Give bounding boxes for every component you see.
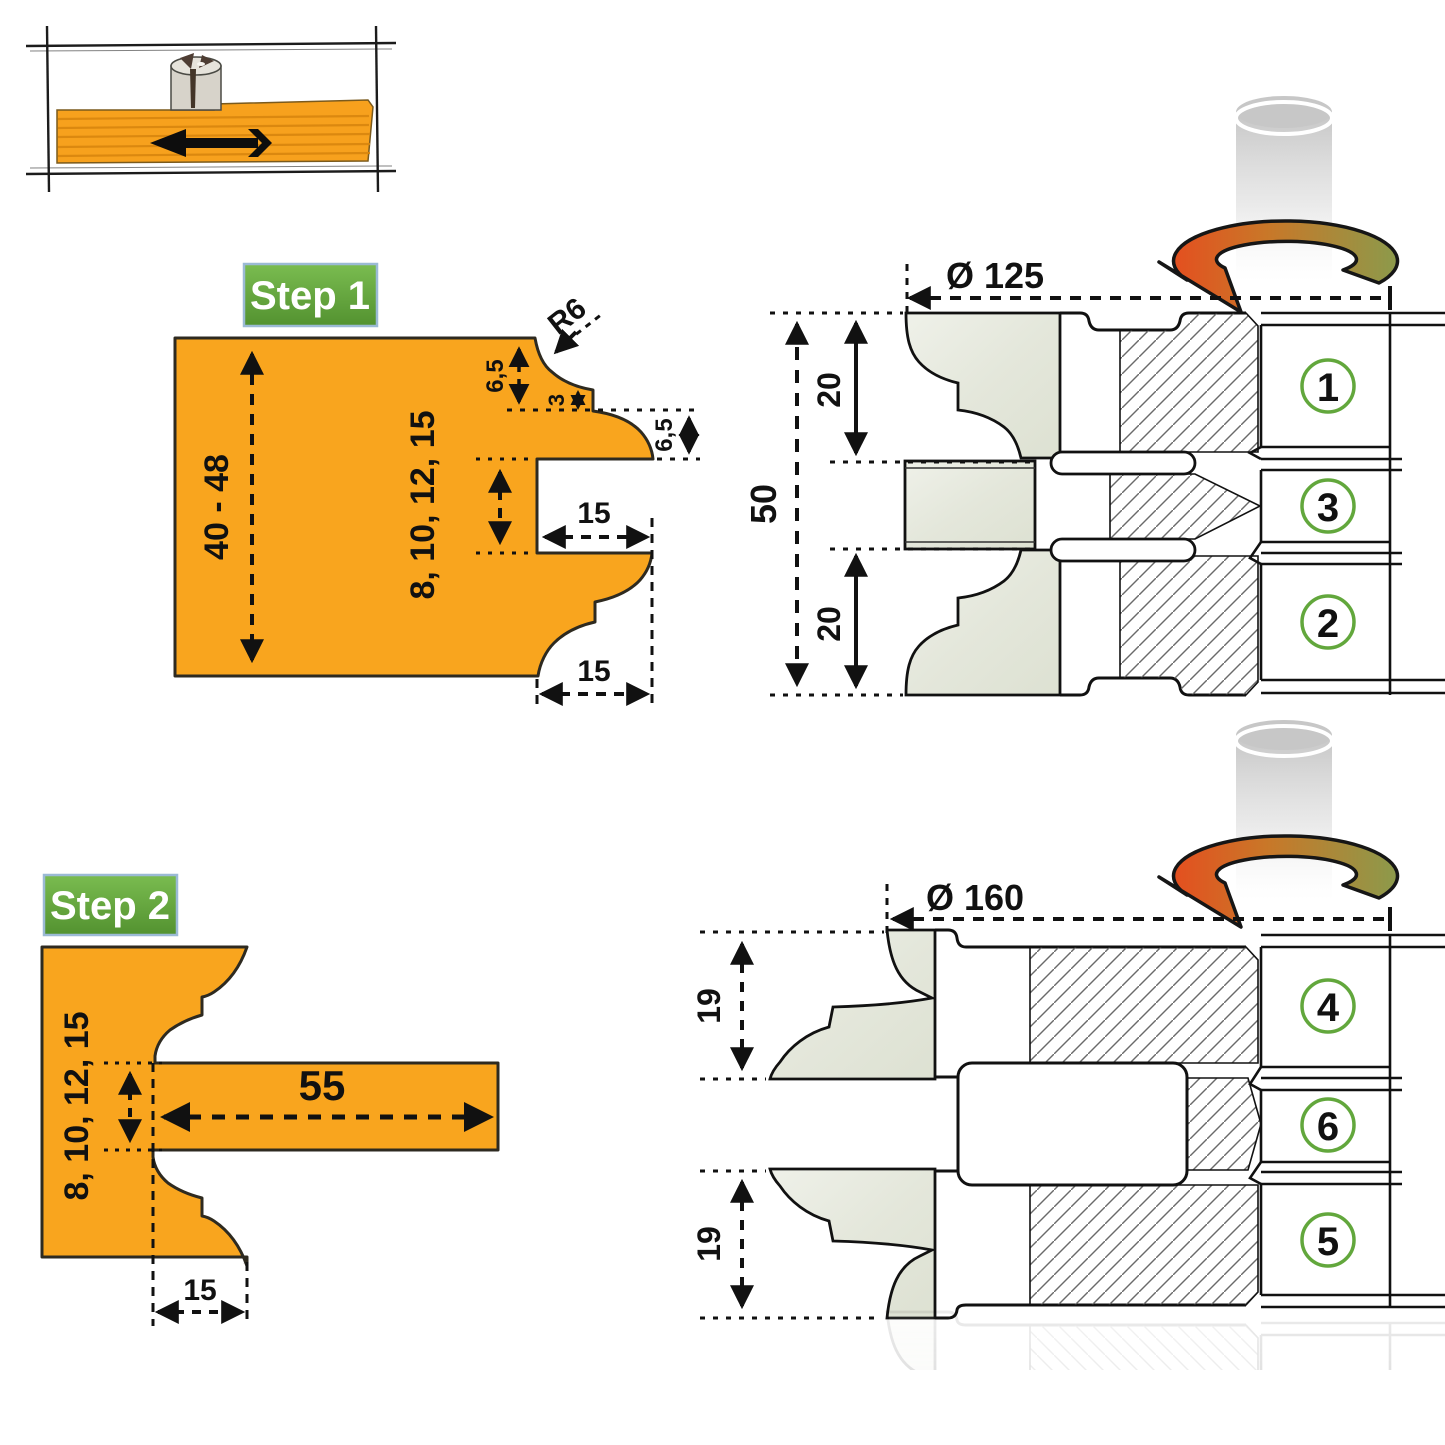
dim-groove-depth-label: 15 (577, 497, 610, 530)
cutter-125-ref-lines (770, 311, 1035, 697)
knife-number-6: 6 (1317, 1105, 1339, 1149)
badge-circle-4 (1300, 978, 1356, 1034)
dim-19-top-label: 19 (691, 988, 727, 1024)
badge-circle-2 (1300, 594, 1356, 650)
spindle-cylinder-top (1234, 96, 1334, 282)
wood-grain-lines (57, 114, 371, 158)
badge-circle-6 (1300, 1097, 1356, 1153)
profile-knife-4 (768, 928, 937, 1081)
dim-20-bottom-label: 20 (811, 606, 847, 642)
profile-knife-5 (768, 1167, 937, 1320)
sketch-frame (25, 25, 397, 193)
step1-profile (173, 336, 655, 678)
dim-15-step2-label: 15 (183, 1274, 216, 1307)
cutter-160-section: 4 6 5 Ø 160 19 19 (691, 720, 1445, 1445)
badge-circle-3 (1300, 478, 1356, 534)
dim-edge-offset-label: 15 (577, 655, 610, 688)
dim-55-label: 55 (299, 1062, 346, 1109)
profile-knife-1 (904, 311, 1062, 460)
knife-number-2: 2 (1317, 602, 1339, 646)
cutter-125-section: 1 3 2 Ø 125 50 20 20 (743, 96, 1445, 697)
step1-badge (242, 262, 379, 328)
radius-arrow (553, 328, 580, 355)
dim-50-label: 50 (743, 484, 784, 524)
dim-side-depth-label: 6,5 (651, 418, 678, 451)
dim-40-48-label: 40 - 48 (198, 454, 236, 560)
cutter-160-hatch (1029, 946, 1262, 1306)
dim-19-bottom-label: 19 (691, 1226, 727, 1262)
dim-top-depth-label: 6,5 (482, 359, 509, 392)
groove-extension-lines (476, 457, 535, 555)
feed-arrow-icon (150, 129, 272, 157)
cutter-125-block-lines (1247, 311, 1445, 695)
knife-number-4: 4 (1317, 986, 1340, 1030)
step2-section: Step 2 8, 10, 12, 15 55 15 (40, 873, 500, 1445)
chip-slot-upper (1049, 450, 1197, 476)
knife-number-5: 5 (1317, 1220, 1339, 1264)
profile-knife-2 (904, 548, 1062, 697)
chip-slot-lower (1049, 537, 1197, 563)
cutter-160-body-edges (935, 928, 1246, 1320)
badge-circle-1 (1300, 358, 1356, 414)
cutter-160-block-lines (1248, 933, 1445, 1309)
step1-section: Step 1 40 - 48 8, 10, 12, 15 6,5 3 R6 6,… (173, 262, 700, 707)
step2-badge (42, 873, 179, 937)
cutter-head-icon (170, 53, 222, 111)
spindle-cylinder-bottom (1234, 720, 1334, 900)
cutter-160-ref-lines (700, 930, 884, 1320)
dim-step-label: 3 (544, 394, 569, 406)
knife-number-badges-125: 1 3 2 (1300, 358, 1356, 650)
cutter-160-drawing (768, 928, 1445, 1320)
dim-diameter-125-label: Ø 125 (946, 255, 1044, 296)
step2-label: Step 2 (50, 884, 170, 928)
cutter-125-hatch (1109, 312, 1262, 696)
step1-label: Step 1 (250, 274, 370, 318)
knife-number-badges-160: 4 6 5 (1300, 978, 1356, 1268)
knife-number-3: 3 (1317, 486, 1339, 530)
knife-number-1: 1 (1317, 366, 1339, 410)
dim-groove-heights-label: 8, 10, 12, 15 (404, 410, 442, 599)
dim-diameter-160-label: Ø 160 (926, 877, 1024, 918)
groove-knife-3 (903, 459, 1037, 551)
badge-circle-5 (1300, 1212, 1356, 1268)
tenon-slot (956, 1061, 1189, 1187)
feed-direction-icon (25, 25, 397, 193)
dim-20-top-label: 20 (811, 372, 847, 408)
dim-tenon-heights-label: 8, 10, 12, 15 (58, 1011, 96, 1200)
